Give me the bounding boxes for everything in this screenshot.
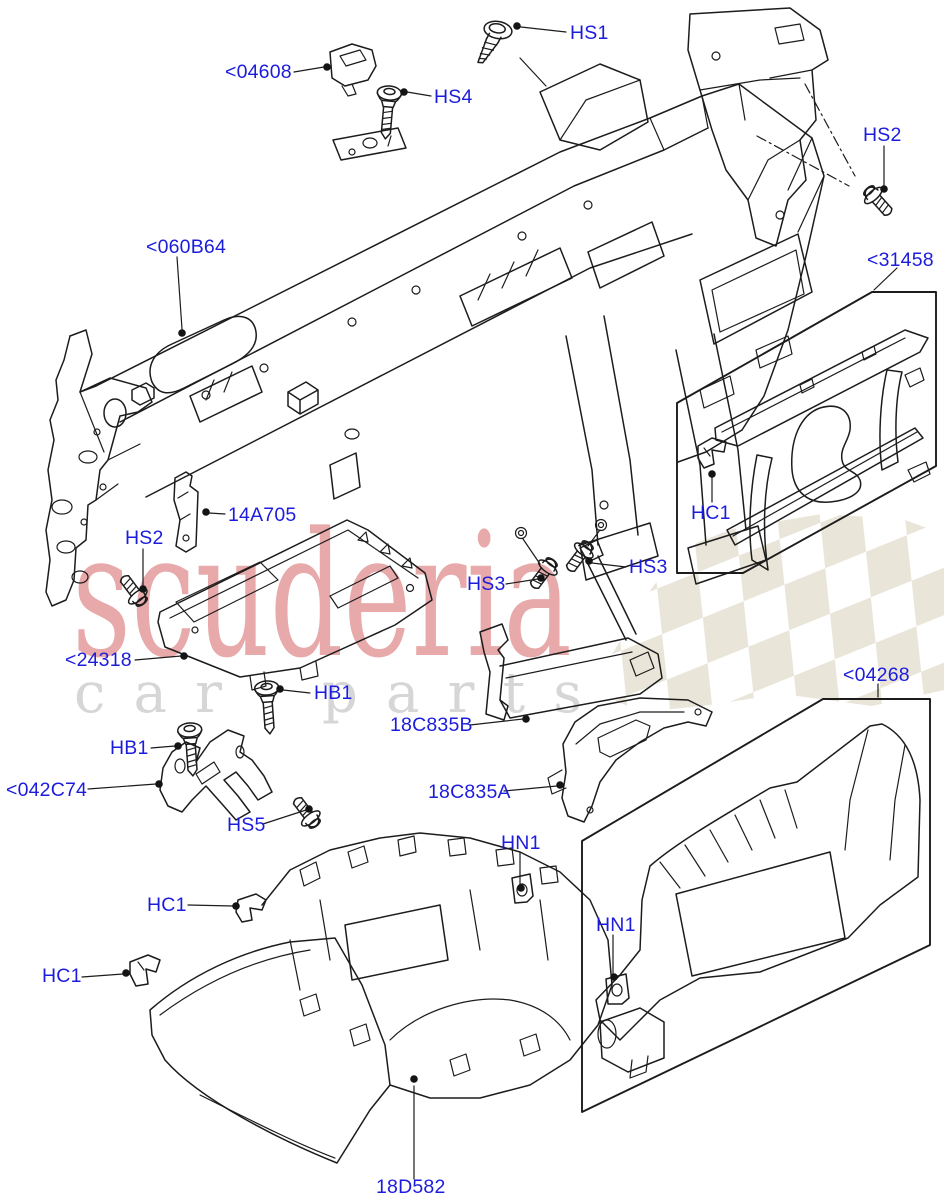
part-insulator-18D582 (149, 832, 613, 1164)
callout-labels: <04608 HS4 HS1 HS2 <31458 <060B64 14A705… (6, 22, 934, 1198)
bolt-hs5 (286, 791, 327, 834)
callout-hb1-lower[interactable]: HB1 (110, 737, 149, 759)
part-clip-04608 (329, 43, 377, 97)
callout-hs1[interactable]: HS1 (570, 22, 609, 44)
diagram-line-art (45, 7, 937, 1164)
callout-hs5[interactable]: HS5 (227, 814, 266, 836)
part-glovebox-31458 (714, 329, 931, 571)
callout-042C74[interactable]: <042C74 (6, 779, 87, 801)
part-panel-24318 (157, 519, 433, 691)
callout-hs3-left[interactable]: HS3 (467, 573, 506, 595)
screw-hs1 (465, 10, 519, 72)
clip-hn1-right (605, 973, 630, 1005)
callout-hs2-top[interactable]: HS2 (863, 124, 902, 146)
callout-18D582[interactable]: 18D582 (376, 1176, 446, 1198)
part-bracket-18C835A (547, 697, 713, 823)
watermark-tagline-text: car parts (74, 661, 622, 726)
callout-18C835B[interactable]: 18C835B (390, 714, 473, 736)
callout-hc1-left[interactable]: HC1 (42, 965, 82, 987)
callout-hs3-right[interactable]: HS3 (629, 556, 668, 578)
clip-hc1-left (129, 954, 161, 987)
detail-box-31458 (676, 291, 937, 574)
part-bracket-042C74 (159, 729, 273, 821)
callout-hc1-center[interactable]: HC1 (147, 894, 187, 916)
callout-04268[interactable]: <04268 (843, 664, 910, 686)
callout-hb1-upper[interactable]: HB1 (314, 682, 353, 704)
watermark-layer: scuderia car parts (72, 495, 944, 726)
callout-hs4[interactable]: HS4 (434, 86, 473, 108)
callout-18C835A[interactable]: 18C835A (428, 781, 511, 803)
bolt-hs2-top (858, 180, 899, 222)
callout-hn1-right[interactable]: HN1 (596, 914, 636, 936)
clip-hc1-glovebox (697, 437, 727, 469)
leader-lines (81, 22, 898, 1180)
watermark-brand-text: scuderia (72, 495, 572, 696)
part-bracket-14A705 (173, 471, 199, 553)
callout-04608[interactable]: <04608 (225, 61, 292, 83)
part-panel-04268 (595, 723, 921, 1079)
callout-14A705[interactable]: 14A705 (228, 504, 296, 526)
clip-hn1-center (511, 873, 534, 904)
callout-hs2-left[interactable]: HS2 (125, 527, 164, 549)
callout-hn1-center[interactable]: HN1 (501, 832, 541, 854)
callout-hc1-glovebox[interactable]: HC1 (691, 502, 731, 524)
callout-24318[interactable]: <24318 (65, 649, 132, 671)
callout-060B64[interactable]: <060B64 (146, 236, 226, 258)
detail-box-04268 (581, 698, 931, 1113)
clip-hc1-center (235, 893, 267, 923)
part-instrument-panel-frame-060B64 (45, 7, 829, 607)
screw-hb1-lower (176, 721, 206, 778)
callout-31458[interactable]: <31458 (867, 249, 934, 271)
checkered-flag-graphic (590, 514, 944, 712)
